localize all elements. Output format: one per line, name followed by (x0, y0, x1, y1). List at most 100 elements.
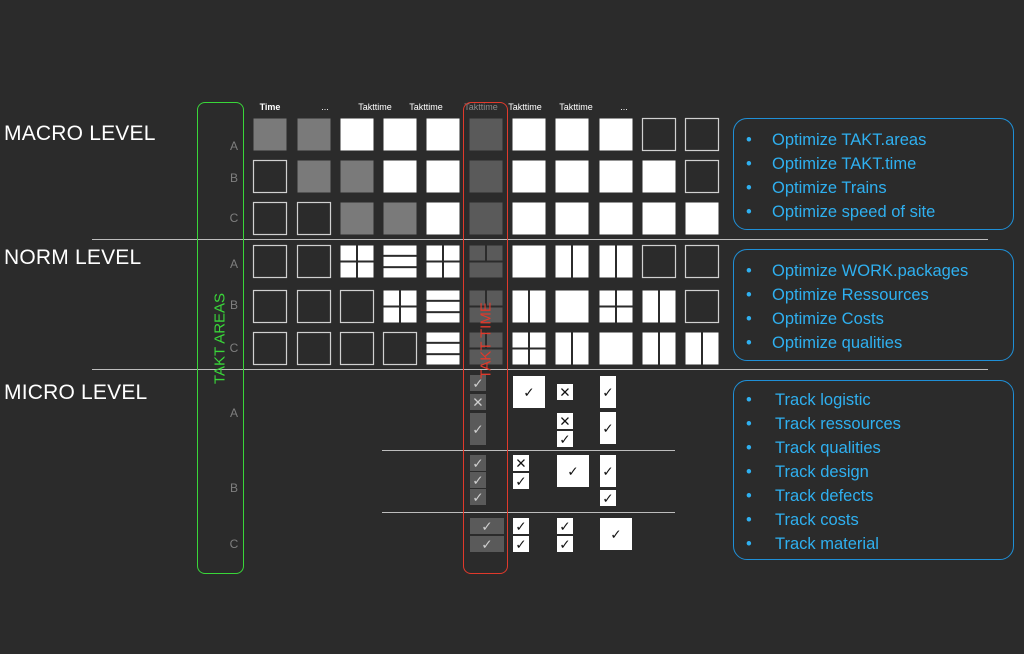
check-icon: ✓ (602, 421, 613, 437)
micro-check-box (600, 376, 616, 408)
column-header-ellipsis: ... (620, 102, 628, 112)
row-letter-norm-a: A (229, 257, 238, 271)
grid-block-empty (339, 331, 375, 366)
grid-block-empty (296, 331, 332, 366)
row-letter-macro-c: C (229, 211, 239, 225)
grid-block-part (599, 290, 615, 306)
grid-block-part (617, 245, 633, 278)
separator-macro-norm (92, 239, 988, 240)
check-icon: ✓ (515, 537, 526, 553)
grid-block-part (685, 332, 701, 365)
panel-item: Optimize speed of site (734, 200, 1013, 224)
panel-item: Track defects (734, 484, 1013, 508)
grid-block-shaded (383, 202, 417, 235)
cross-icon: ✕ (472, 395, 483, 411)
grid-block-empty (296, 244, 332, 279)
micro-takt-cross (470, 394, 486, 410)
grid-block-part (340, 262, 356, 278)
check-icon: ✓ (515, 519, 526, 535)
check-icon: ✓ (472, 422, 483, 438)
grid-block-part (426, 355, 460, 365)
grid-block-full (685, 202, 719, 235)
grid-block-shaded (297, 160, 331, 193)
micro-check-box (513, 518, 529, 534)
grid-block-part (383, 290, 399, 306)
grid-block-part (358, 262, 374, 278)
cross-icon: ✕ (515, 456, 526, 472)
micro-level-label: MICRO LEVEL (4, 381, 148, 404)
grid-block-part (573, 332, 589, 365)
panel-item: Optimize TAKT.time (734, 152, 1013, 176)
grid-block-full (512, 202, 546, 235)
grid-block-part (660, 290, 676, 323)
micro-check-box (557, 518, 573, 534)
grid-block-takt (469, 349, 503, 365)
micro-cross-box (513, 455, 529, 471)
takt-time-outline (463, 102, 508, 574)
micro-takt-check (470, 536, 504, 552)
grid-block-shaded (340, 202, 374, 235)
row-letter-norm-b: B (229, 298, 238, 312)
check-icon: ✓ (472, 376, 483, 392)
grid-block-part (530, 332, 546, 348)
cross-icon: ✕ (559, 385, 570, 401)
grid-block-empty (252, 289, 288, 324)
separator-micro-b-c (382, 512, 675, 513)
grid-block-part (617, 307, 633, 323)
panel-item: Optimize Costs (734, 307, 1013, 331)
grid-block-full (555, 202, 589, 235)
grid-block-part (358, 245, 374, 261)
panel-item: Optimize TAKT.areas (734, 128, 1013, 152)
micro-track-panel: Track logistic Track ressources Track qu… (733, 380, 1014, 560)
grid-block-part (426, 245, 442, 261)
grid-block-full (426, 160, 460, 193)
check-icon: ✓ (610, 527, 621, 543)
grid-block-part (444, 262, 460, 278)
panel-item: Track design (734, 460, 1013, 484)
micro-check-box (557, 455, 589, 487)
column-header-takttime: Takttime (559, 102, 593, 112)
grid-block-part (530, 349, 546, 365)
grid-block-part (383, 307, 399, 323)
grid-block-takt (487, 245, 503, 261)
micro-check-box (600, 455, 616, 487)
grid-block-part (426, 343, 460, 354)
macro-optimize-panel: Optimize TAKT.areas Optimize TAKT.time O… (733, 118, 1014, 230)
grid-block-part (401, 307, 417, 323)
grid-block-part (512, 290, 528, 323)
micro-check-box (600, 518, 632, 550)
grid-block-shaded (253, 118, 287, 151)
takt-time-label: TAKT TIME (477, 302, 495, 379)
takt-areas-label: TAKT AREAS (211, 292, 229, 385)
check-icon: ✓ (481, 537, 492, 553)
row-letter-norm-c: C (229, 341, 239, 355)
separator-micro-a-b (382, 450, 675, 451)
grid-block-full (383, 118, 417, 151)
grid-block-part (426, 313, 460, 323)
micro-check-box (600, 412, 616, 444)
macro-level-label: MACRO LEVEL (4, 122, 156, 145)
micro-check-box (513, 376, 545, 408)
column-header-takttime: Takttime (464, 102, 498, 112)
grid-block-part (512, 332, 528, 348)
grid-block-empty (339, 289, 375, 324)
grid-block-empty (684, 117, 720, 152)
grid-block-part (426, 332, 460, 342)
grid-block-empty (641, 244, 677, 279)
micro-check-box (600, 490, 616, 506)
grid-block-full (512, 118, 546, 151)
grid-block-part (599, 245, 615, 278)
row-letter-micro-c: C (229, 537, 239, 551)
row-letter-micro-b: B (229, 481, 238, 495)
grid-block-takt (487, 290, 503, 306)
grid-block-empty (252, 244, 288, 279)
micro-takt-check (470, 455, 486, 471)
grid-block-empty (382, 331, 418, 366)
grid-block-part (599, 307, 615, 323)
micro-takt-check (470, 413, 486, 445)
check-icon: ✓ (559, 432, 570, 448)
grid-block-empty (252, 201, 288, 236)
grid-block-empty (641, 117, 677, 152)
grid-block-empty (684, 159, 720, 194)
